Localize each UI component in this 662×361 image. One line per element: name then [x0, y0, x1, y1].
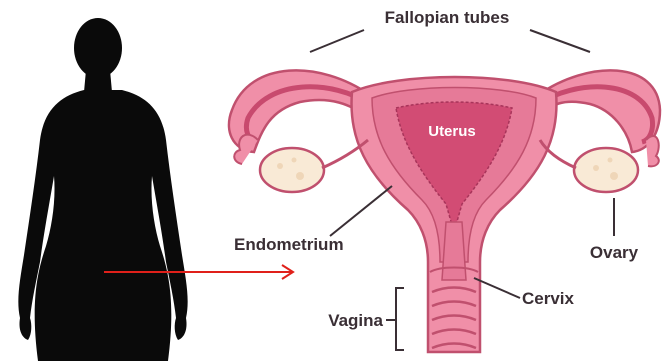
- label-cervix: Cervix: [522, 289, 575, 308]
- label-ovary: Ovary: [590, 243, 639, 262]
- label-fallopian-tubes: Fallopian tubes: [385, 8, 510, 27]
- label-endometrium: Endometrium: [234, 235, 344, 254]
- label-vagina: Vagina: [328, 311, 383, 330]
- reproductive-organs: [229, 70, 660, 352]
- left-ovary: [234, 135, 368, 192]
- female-silhouette: [18, 18, 187, 361]
- label-uterus: Uterus: [428, 123, 476, 140]
